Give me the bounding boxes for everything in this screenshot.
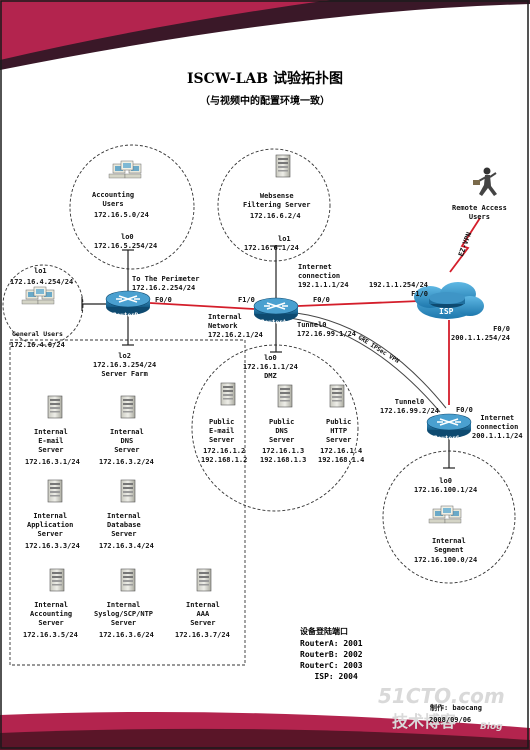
farm-server-name: Internal Application Server bbox=[27, 512, 74, 538]
farm-server-ip: 172.16.3.2/24 bbox=[99, 458, 154, 466]
port-row: RouterA: 2001 bbox=[300, 639, 363, 648]
farm-server-ip: 172.16.3.7/24 bbox=[175, 631, 230, 639]
general-lo1: lo1 bbox=[34, 267, 47, 275]
websense-ip: 172.16.6.2/4 bbox=[250, 212, 301, 220]
router-c-f00: F0/0 bbox=[456, 406, 473, 414]
watermark-tagline: 技术博客 bbox=[392, 712, 457, 731]
router-b-lo2-label: lo2 172.16.3.254/24 Server Farm bbox=[93, 352, 157, 378]
farm-server-name: Internal Syslog/SCP/NTP Server bbox=[94, 601, 154, 627]
gre-tunnel bbox=[289, 317, 441, 413]
footer-author: 制作: baocang bbox=[430, 704, 482, 712]
general-net: 172.16.4.0/24 bbox=[10, 341, 65, 349]
farm-server-ip: 172.16.3.3/24 bbox=[25, 542, 80, 550]
watermark-site: 51CTO.com bbox=[378, 684, 505, 708]
accounting-net: 172.16.5.0/24 bbox=[94, 211, 149, 219]
diagram-subtitle: （与视频中的配置环境一致） bbox=[200, 96, 330, 107]
farm-server-ip: 172.16.3.6/24 bbox=[99, 631, 154, 639]
farm-server-ip: 172.16.3.4/24 bbox=[99, 542, 154, 550]
general-users-icon bbox=[21, 286, 55, 305]
router-c-lo0-label: lo0 172.16.100.1/24 bbox=[414, 477, 478, 494]
farm-syslog-server-icon bbox=[120, 568, 136, 592]
farm-db-server-icon bbox=[120, 479, 136, 503]
dmz-dns-server-icon bbox=[277, 384, 293, 408]
farm-email-server-icon bbox=[47, 395, 63, 419]
diagram-title: ISCW-LAB 试验拓扑图 bbox=[187, 71, 343, 87]
farm-dns-server-icon bbox=[120, 395, 136, 419]
router-c-internet-label: Internet connection 200.1.1.1/24 bbox=[472, 414, 523, 440]
websense-lo1: lo1 bbox=[278, 235, 291, 243]
footer-date: 2008/09/06 bbox=[429, 716, 472, 724]
tunnel-a-label: Tunnel0 172.16.99.1/24 bbox=[297, 321, 357, 338]
internal-segment-icon bbox=[428, 505, 462, 524]
dmz-server-ip: 172.16.1.2 192.168.1.2 bbox=[201, 447, 248, 464]
farm-server-name: Internal E-mail Server bbox=[34, 428, 68, 454]
accounting-lo0-ip: 172.16.5.254/24 bbox=[94, 242, 158, 250]
router-a-f00: F0/0 bbox=[313, 296, 330, 304]
farm-app-server-icon bbox=[47, 479, 63, 503]
general-users-name: General Users bbox=[12, 330, 63, 338]
farm-accounting-server-icon bbox=[49, 568, 65, 592]
dmz-server-ip: 172.16.1.4 192.168.1.4 bbox=[318, 447, 365, 464]
dmz-http-server-icon bbox=[329, 384, 345, 408]
router-c-label: RouterC bbox=[434, 435, 460, 442]
router-a-internet-label: Internet connection 192.1.1.1/24 bbox=[298, 263, 349, 289]
port-row: ISP: 2004 bbox=[300, 672, 358, 681]
port-row: RouterB: 2002 bbox=[300, 650, 363, 659]
top-banner-accent bbox=[0, 0, 330, 60]
ports-title: 设备登陆端口 bbox=[300, 627, 348, 636]
watermark-blog: Blog bbox=[480, 722, 503, 732]
farm-aaa-server-icon bbox=[196, 568, 212, 592]
accounting-name: Accounting Users bbox=[92, 191, 135, 208]
dmz-server-ip: 172.16.1.3 192.168.1.3 bbox=[260, 447, 307, 464]
websense-lo1-ip: 172.16.6.1/24 bbox=[244, 244, 299, 252]
tunnel-c-label: Tunnel0 172.16.99.2/24 bbox=[380, 398, 440, 415]
isp-left-label: 192.1.1.254/24 F1/0 bbox=[369, 281, 429, 298]
router-a-lo0-label: lo0 172.16.1.1/24 DMZ bbox=[243, 354, 298, 380]
farm-server-name: Internal DNS Server bbox=[110, 428, 144, 454]
general-users-zone bbox=[2, 264, 84, 346]
isp-f00-label: F0/0 200.1.1.254/24 bbox=[451, 325, 511, 342]
dmz-server-name: Public E-mail Server bbox=[209, 418, 235, 444]
accounting-lo0: lo0 bbox=[121, 233, 134, 241]
router-b-f00: F0/0 bbox=[155, 296, 172, 304]
internal-segment-net: 172.16.100.0/24 bbox=[414, 556, 478, 564]
perimeter-label: To The Perimeter 172.16.2.254/24 bbox=[132, 275, 200, 292]
farm-server-name: Internal Accounting Server bbox=[30, 601, 73, 627]
internal-segment-name: Internal Segment bbox=[432, 537, 466, 554]
port-row: RouterC: 2003 bbox=[300, 661, 363, 670]
websense-name: Websense Filtering Server bbox=[243, 192, 311, 209]
remote-user-icon bbox=[473, 167, 497, 196]
dmz-server-name: Public HTTP Server bbox=[326, 418, 352, 444]
farm-server-name: Internal AAA Server bbox=[186, 601, 220, 627]
router-b-label: RouterB bbox=[113, 312, 139, 319]
router-a-internal-label: Internal Network 172.16.2.1/24 bbox=[208, 313, 263, 339]
dmz-zone bbox=[191, 344, 359, 512]
accounting-zone bbox=[69, 144, 195, 270]
farm-server-ip: 172.16.3.1/24 bbox=[25, 458, 80, 466]
websense-zone bbox=[217, 148, 331, 262]
remote-users-name: Remote Access Users bbox=[452, 204, 507, 221]
websense-server-icon bbox=[275, 154, 291, 178]
dmz-email-server-icon bbox=[220, 382, 236, 406]
dmz-server-name: Public DNS Server bbox=[269, 418, 295, 444]
isp-cloud bbox=[414, 282, 484, 319]
router-a-f10: F1/0 bbox=[238, 296, 255, 304]
general-lo1-ip: 172.16.4.254/24 bbox=[10, 278, 74, 286]
farm-server-name: Internal Database Server bbox=[107, 512, 141, 538]
bottom-banner-dark bbox=[0, 728, 530, 750]
farm-server-ip: 172.16.3.5/24 bbox=[23, 631, 78, 639]
router-a-label: RouterA bbox=[261, 319, 287, 326]
accounting-users-icon bbox=[108, 160, 142, 179]
isp-label: ISP bbox=[439, 307, 454, 316]
